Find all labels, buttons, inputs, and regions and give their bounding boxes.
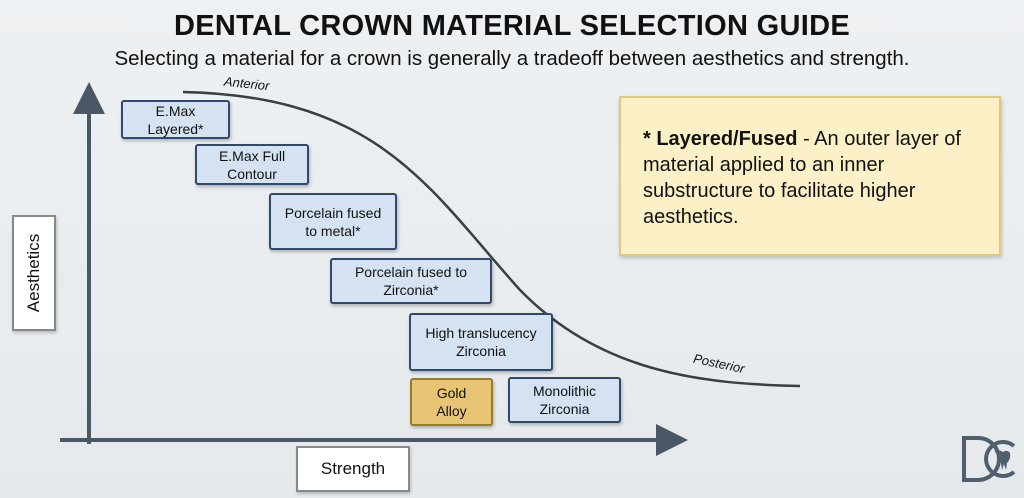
page-title: DENTAL CROWN MATERIAL SELECTION GUIDE [174,10,850,42]
dc-logo [962,436,1016,482]
tradeoff-curve [182,90,801,388]
note-definition: - An outer layer of material applied to … [643,128,961,228]
x-axis-label: Strength [296,446,410,492]
y-axis-label: Aesthetics [12,215,56,331]
layered-fused-note: * Layered/Fused - An outer layer of mate… [619,96,1001,256]
note-term: * Layered/Fused [643,128,798,150]
subtitle: Selecting a material for a crown is gene… [114,47,910,70]
